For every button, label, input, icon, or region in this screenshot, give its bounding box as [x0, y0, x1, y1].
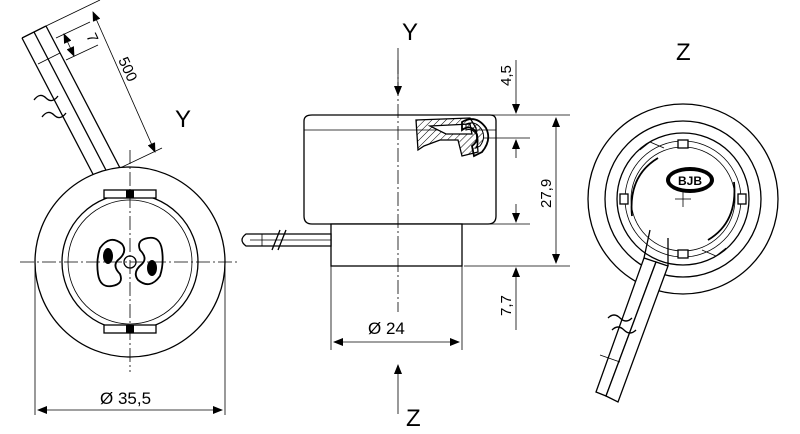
side-view: Y Z Ø 24 4,5 27,9 7,7 [241, 19, 570, 432]
cable-dimension: 500 7 [45, 0, 163, 169]
view-label-bottom-z: Z [406, 405, 421, 432]
view-label-right-z: Z [676, 39, 691, 66]
left-view: 500 7 Ø 35,5 Y [20, 0, 240, 415]
cable-strip-label: 7 [82, 31, 101, 46]
base-diameter-label: Ø 24 [368, 319, 405, 338]
view-label-top-y: Y [402, 19, 418, 46]
height-total-label: 27,9 [538, 179, 555, 208]
section-cutaway [415, 117, 490, 158]
z-cable [595, 229, 669, 403]
view-label-left-y: Y [175, 106, 191, 133]
side-cable [241, 229, 332, 251]
height-base-label: 7,7 [498, 295, 515, 316]
height-top-label: 4,5 [498, 65, 515, 86]
height-dimensions: 4,5 27,9 7,7 [464, 60, 570, 330]
base [330, 223, 463, 267]
logo-text: BJB [678, 174, 702, 188]
right-view: BJB Z [587, 39, 779, 403]
cable-length-label: 500 [114, 55, 140, 85]
outer-diameter-label: Ø 35,5 [100, 389, 151, 408]
